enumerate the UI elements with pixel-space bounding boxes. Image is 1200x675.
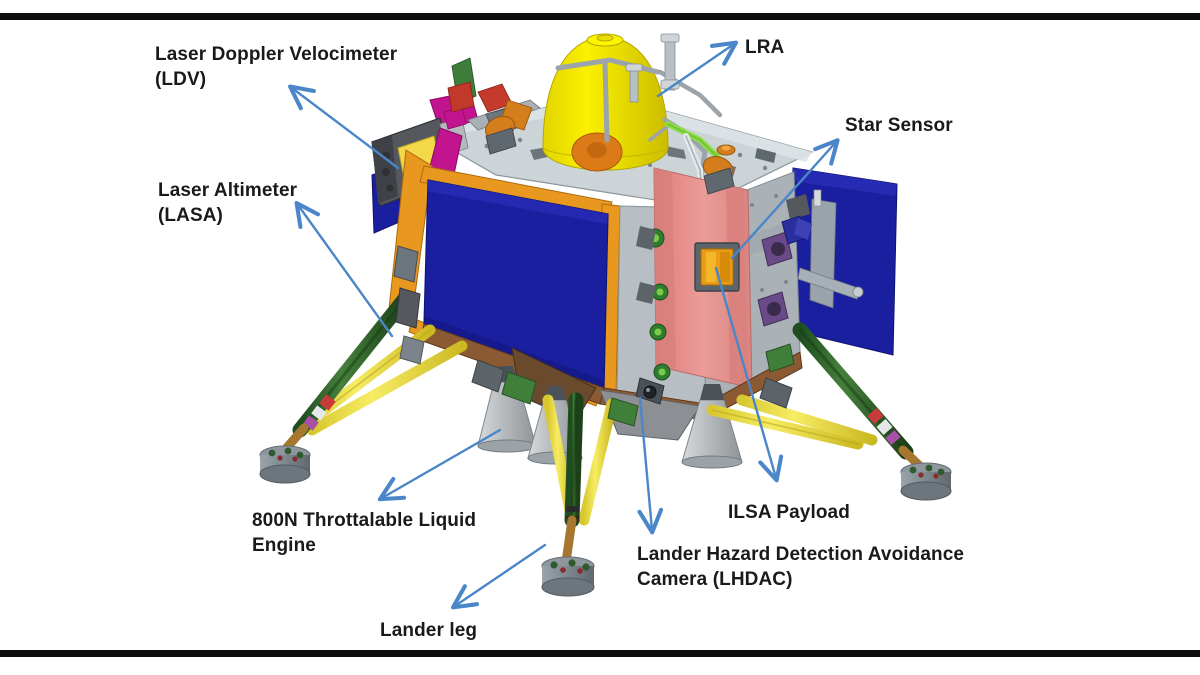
lander-assembly <box>259 33 952 597</box>
label-lhdac: Lander Hazard Detection Avoidance Camera… <box>637 544 965 591</box>
sensor-cluster-right-face <box>636 226 671 381</box>
lander-leg-left <box>259 292 412 484</box>
bottom-border-bar <box>0 650 1200 657</box>
star-sensor-head <box>781 215 812 245</box>
ilsa-instrument-panel <box>653 167 753 389</box>
arrow-lhdac <box>637 396 664 535</box>
footpad-front <box>541 556 595 597</box>
arrow-lander-leg <box>450 543 547 610</box>
arrow-lasa <box>294 201 394 338</box>
deck-posts <box>625 33 680 103</box>
surface-avionics <box>393 115 812 427</box>
label-lander-leg: Lander leg <box>380 620 478 641</box>
arrow-ilsa <box>714 266 784 483</box>
solar-panel-right <box>788 167 898 356</box>
arrow-ldv <box>288 84 400 170</box>
arrow-star-sensor <box>730 138 840 260</box>
sensor-cluster-bus-right <box>757 194 810 373</box>
lower-bay-hardware <box>471 359 793 427</box>
lhdac-camera <box>635 377 665 405</box>
lander-leg-right <box>792 322 952 501</box>
deck-drum-left <box>484 115 517 155</box>
label-laser-altimeter: Laser Altimeter (LASA) <box>158 180 298 227</box>
sensor-cluster-left-face <box>393 245 425 365</box>
label-star-sensor: Star Sensor <box>845 115 953 136</box>
lander-leg-front <box>541 392 595 597</box>
label-laser-doppler-velocimeter: Laser Doppler Velocimeter (LDV) <box>155 44 398 91</box>
arrow-engine <box>377 428 502 502</box>
label-ilsa-payload: ILSA Payload <box>728 502 850 523</box>
deck-drum-right <box>702 156 735 195</box>
callout-arrows <box>288 40 840 610</box>
label-lra: LRA <box>745 37 785 58</box>
ilsa-payload-box <box>694 242 740 292</box>
footpad-left <box>259 445 311 484</box>
footpad-right <box>900 462 952 501</box>
top-border-bar <box>0 13 1200 20</box>
arrow-lra <box>656 40 739 98</box>
label-throttalable-liquid-engine: 800N Throttalable Liquid Engine <box>252 510 477 557</box>
lra-retroreflector <box>716 144 736 156</box>
